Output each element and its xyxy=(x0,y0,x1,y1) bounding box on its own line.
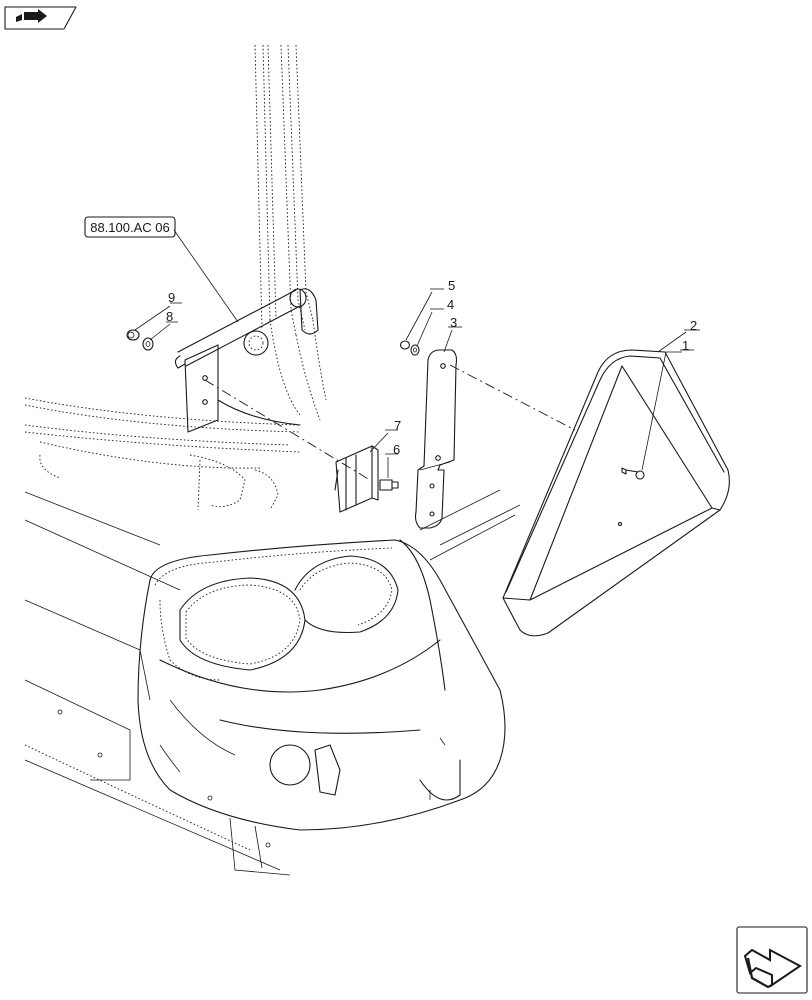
screw-part-1 xyxy=(621,467,645,480)
leader-lines xyxy=(134,229,700,478)
washer-part-4 xyxy=(410,344,420,356)
cab-body xyxy=(24,397,301,876)
screw-part-6 xyxy=(379,479,399,491)
callout-9: 9 xyxy=(168,290,175,305)
nut-part-5 xyxy=(399,340,411,350)
callout-8: 8 xyxy=(166,309,173,324)
mounting-plate xyxy=(414,349,458,529)
reference-box[interactable]: 88.100.AC 06 xyxy=(84,216,176,238)
book-arrow-icon[interactable] xyxy=(4,6,77,30)
reference-label: 88.100.AC 06 xyxy=(90,220,170,235)
callout-5: 5 xyxy=(448,278,455,293)
callout-7: 7 xyxy=(394,418,401,433)
callout-6: 6 xyxy=(393,442,400,457)
callout-4: 4 xyxy=(447,297,454,312)
next-page-arrow-icon[interactable] xyxy=(736,926,808,994)
washer-part-8 xyxy=(142,337,154,351)
hinge-bracket xyxy=(334,445,379,513)
headlight-housing xyxy=(137,489,521,831)
lamp-bracket xyxy=(174,288,307,433)
assembly-axis-line xyxy=(204,364,576,481)
callout-3: 3 xyxy=(450,315,457,330)
callout-2: 2 xyxy=(690,318,697,333)
callout-1: 1 xyxy=(682,338,689,353)
window-pillar xyxy=(254,44,327,421)
slow-moving-vehicle-sign xyxy=(502,349,730,637)
nut-part-9 xyxy=(126,329,140,341)
